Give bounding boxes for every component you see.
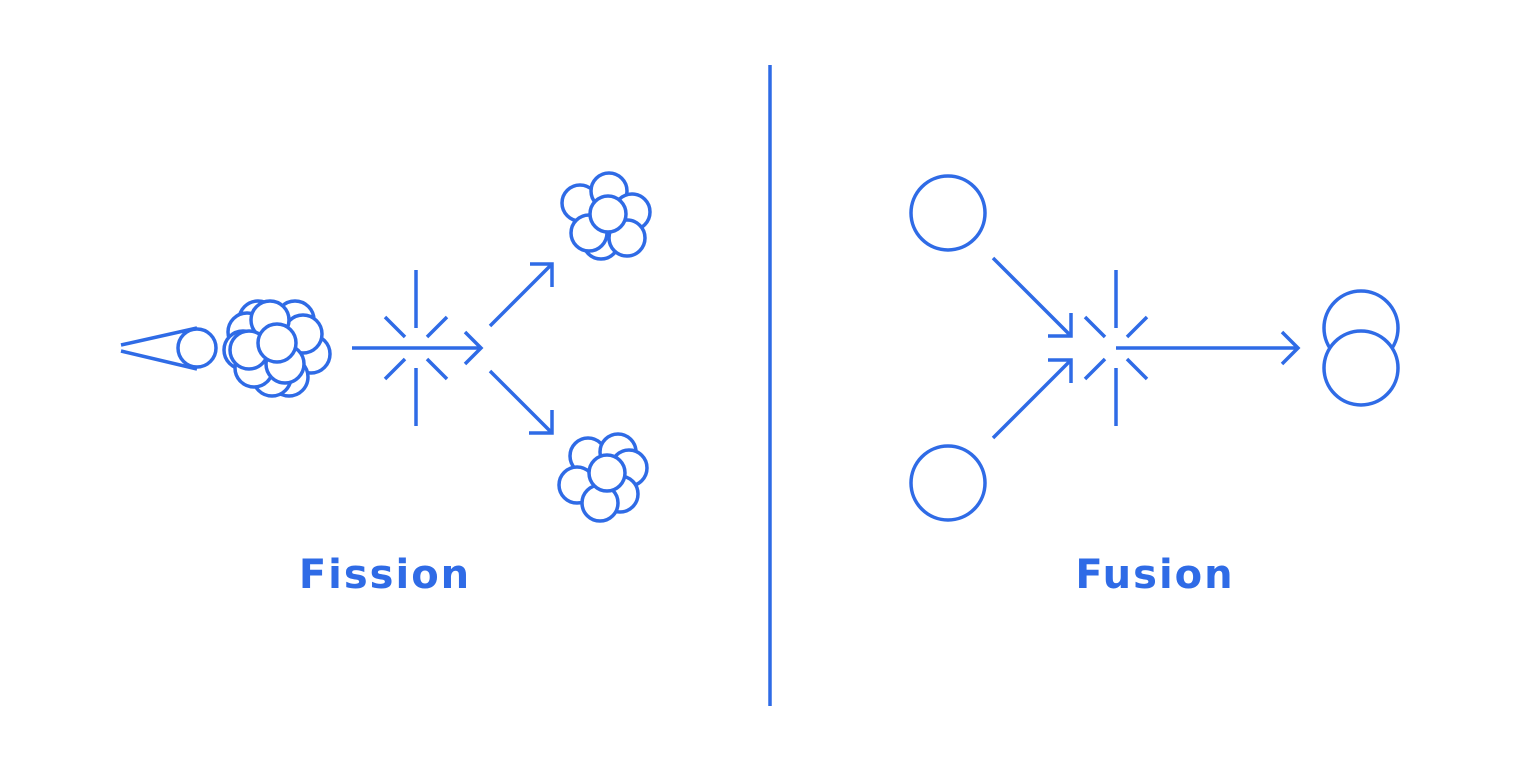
fission-arrow-up [488,262,554,328]
fission-label: Fission [299,552,471,598]
product-nucleus-top [560,171,652,261]
fusion-arrow-out [1116,330,1301,366]
product-nucleus-bottom [557,432,649,523]
fusion-label: Fusion [1075,552,1234,598]
fusion-arrow-in-top [991,256,1073,338]
fused-nucleus [1322,289,1400,407]
fission-panel: Fission [120,171,652,598]
fission-burst-icon [383,270,449,426]
fusion-panel: Fusion [909,174,1400,598]
incoming-neutron [120,326,218,371]
neutron-particle [176,327,218,369]
heavy-nucleus [222,299,332,398]
light-nucleus-top [909,174,987,252]
neutron-motion-trail [120,326,198,371]
fusion-burst-icon [1083,270,1149,426]
light-nucleus-bottom [909,444,987,522]
fission-arrow-head [463,330,484,366]
fusion-arrow-in-bottom [991,358,1073,440]
fission-arrow-down [488,369,554,435]
